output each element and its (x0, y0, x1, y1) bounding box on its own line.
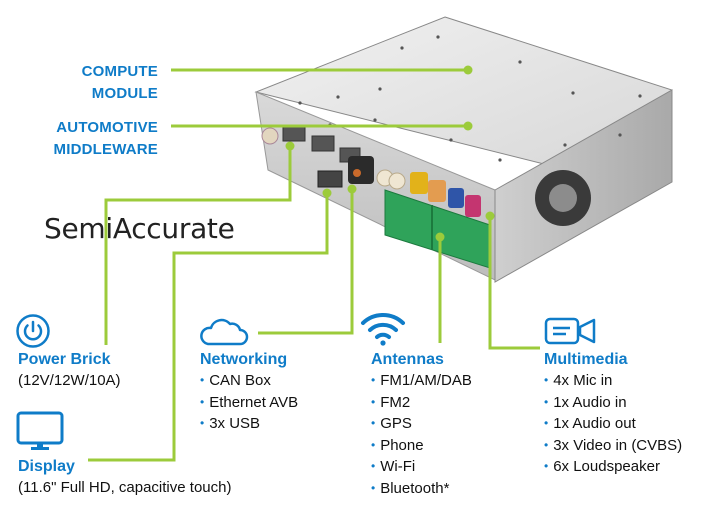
callout-automotive-middleware: AUTOMOTIVE MIDDLEWARE (20, 117, 158, 161)
multimedia-item: •1x Audio in (544, 393, 627, 411)
networking-item: •Ethernet AVB (200, 393, 299, 411)
antennas-item: •FM2 (371, 393, 411, 411)
section-multimedia: Multimedia •4x Mic in •1x Audio in •1x A… (544, 350, 682, 478)
power-subtitle: (12V/12W/10A) (18, 372, 121, 389)
leader-power (104, 146, 292, 345)
section-display: Display (11.6" Full HD, capacitive touch… (18, 457, 231, 498)
antennas-title: Antennas (371, 351, 444, 368)
wifi-icon (361, 313, 405, 346)
networking-title: Networking (200, 351, 288, 368)
antennas-list: •FM1/AM/DAB •FM2 •GPS •Phone •Wi-Fi •Blu… (371, 370, 472, 499)
callout-middleware-line2: MIDDLEWARE (53, 141, 158, 158)
callout-compute-line1: COMPUTE (81, 63, 158, 80)
multimedia-item: •3x Video in (CVBS) (544, 436, 683, 454)
antennas-item: •Bluetooth* (371, 479, 450, 497)
video-camera-icon (544, 317, 596, 345)
callout-compute-line2: MODULE (91, 85, 158, 102)
power-icon (16, 314, 50, 348)
callout-compute-module: COMPUTE MODULE (40, 61, 158, 105)
networking-item: •3x USB (200, 415, 261, 432)
monitor-icon (16, 411, 64, 450)
power-title: Power Brick (18, 351, 111, 368)
leader-multimedia (488, 216, 540, 350)
antennas-item: •GPS (371, 415, 412, 432)
callout-middleware-line1: AUTOMOTIVE (56, 119, 158, 136)
multimedia-item: •4x Mic in (544, 372, 613, 389)
multimedia-item: •6x Loudspeaker (544, 458, 660, 475)
antennas-item: •Phone (371, 436, 424, 454)
leader-display (88, 193, 329, 462)
brand-watermark: SemiAccurate (44, 212, 235, 245)
display-title: Display (18, 458, 75, 475)
section-power: Power Brick (12V/12W/10A) (18, 350, 121, 391)
leader-networking (258, 189, 354, 335)
cloud-icon (200, 318, 249, 346)
networking-list: •CAN Box •Ethernet AVB •3x USB (200, 370, 298, 435)
antennas-item: •Wi-Fi (371, 458, 416, 475)
display-subtitle: (11.6" Full HD, capacitive touch) (18, 479, 232, 496)
multimedia-item: •1x Audio out (544, 415, 636, 432)
networking-item: •CAN Box (200, 372, 271, 389)
section-antennas: Antennas •FM1/AM/DAB •FM2 •GPS •Phone •W… (371, 350, 472, 499)
section-networking: Networking •CAN Box •Ethernet AVB •3x US… (200, 350, 298, 435)
antennas-item: •FM1/AM/DAB (371, 372, 472, 389)
multimedia-list: •4x Mic in •1x Audio in •1x Audio out •3… (544, 370, 682, 478)
multimedia-title: Multimedia (544, 351, 628, 368)
